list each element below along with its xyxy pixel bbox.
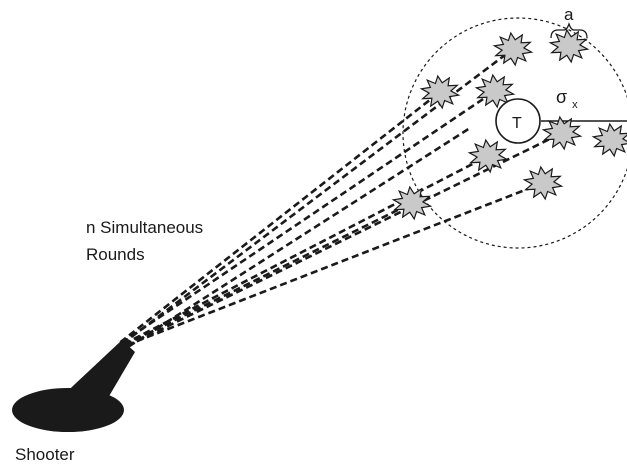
- burst-size-label: a: [564, 5, 574, 24]
- trajectory-line: [127, 131, 563, 347]
- burst-icon: [474, 73, 516, 109]
- sigma-subscript: x: [572, 99, 578, 111]
- trajectory-line: [125, 181, 544, 347]
- trajectory-line: [119, 90, 441, 344]
- rounds-label-line2: Rounds: [86, 245, 145, 264]
- sigma-label: σ x: [556, 87, 578, 111]
- target-label: T: [512, 115, 522, 132]
- trajectory-line: [124, 201, 413, 346]
- burst-icon: [419, 74, 461, 110]
- burst-icon: [492, 31, 534, 67]
- burst-icon: [522, 165, 564, 201]
- burst-icon: [467, 138, 509, 174]
- burst-group: [391, 28, 627, 221]
- burst-icon: [391, 185, 433, 221]
- burst-icon: [541, 115, 583, 151]
- shooter-label: Shooter: [15, 445, 75, 464]
- burst-size-bracket: [550, 21, 588, 39]
- dispersion-circle: [402, 17, 627, 249]
- sigma-symbol: σ: [556, 87, 567, 107]
- burst-icon: [591, 122, 627, 158]
- target-circle: [495, 98, 541, 144]
- rounds-label-line1: n Simultaneous: [86, 218, 203, 237]
- burst-icon: [548, 28, 590, 64]
- shooter-icon: [12, 340, 135, 432]
- trajectory-line: [123, 154, 489, 346]
- trajectory-line: [120, 89, 496, 344]
- trajectory-line: [128, 126, 471, 348]
